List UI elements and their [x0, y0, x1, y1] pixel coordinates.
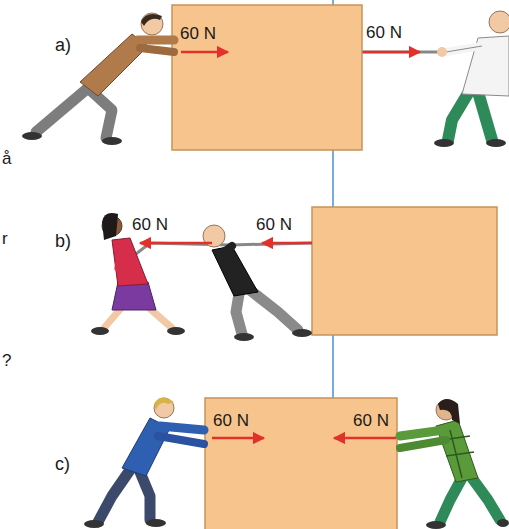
crate	[205, 398, 397, 529]
force-arrow	[212, 437, 264, 440]
rope	[362, 51, 445, 54]
force-value: 60 N	[180, 25, 216, 44]
crate: 60 N 60 N	[205, 398, 397, 529]
pushing-man	[84, 397, 204, 528]
force-arrow	[181, 51, 228, 54]
label-text: å	[2, 150, 11, 169]
force-arrow	[363, 51, 420, 54]
force-arrow	[262, 242, 312, 245]
label-text: 60 N	[256, 216, 292, 235]
pushing-woman	[400, 399, 509, 529]
panel-letter: c)	[55, 455, 70, 475]
pushing-man	[22, 13, 174, 145]
label-text: ?	[2, 352, 11, 371]
force-arrow	[140, 242, 212, 245]
panel-letter: b)	[55, 232, 71, 252]
label-text: 60 N	[366, 24, 402, 43]
crate: 60 N	[172, 5, 362, 150]
pulling-person	[434, 11, 509, 147]
force-arrow	[334, 437, 396, 440]
panel-letter: a)	[55, 36, 71, 56]
label-text: r	[2, 230, 8, 249]
crate	[172, 5, 362, 150]
crate	[312, 207, 497, 335]
label-text: 60 N	[132, 216, 168, 235]
force-value: 60 N	[213, 412, 249, 431]
force-value: 60 N	[353, 412, 389, 431]
pulling-man	[203, 225, 312, 341]
pulling-woman	[91, 213, 185, 335]
